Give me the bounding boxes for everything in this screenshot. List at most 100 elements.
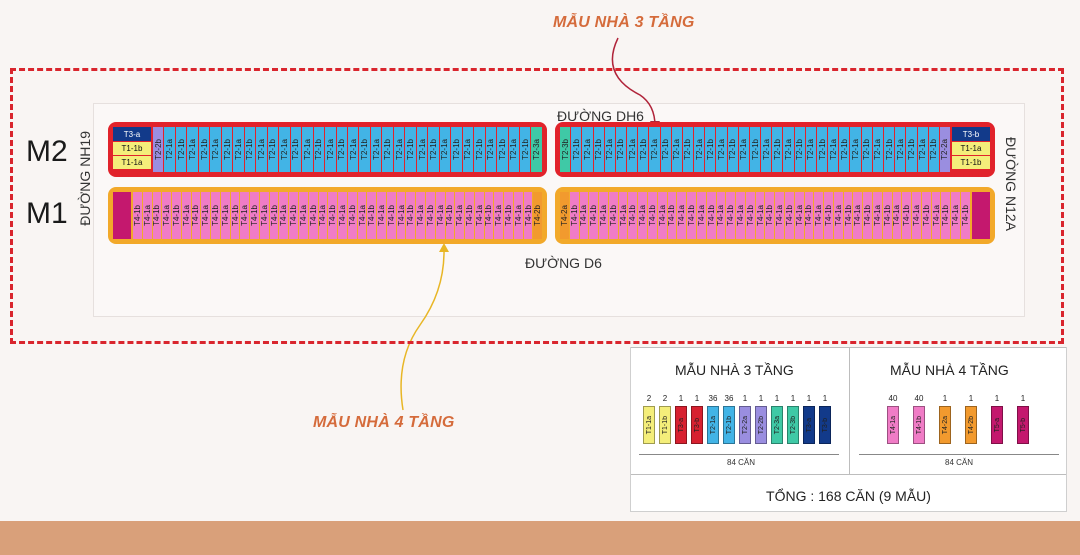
unit-lot: T4-1a bbox=[873, 192, 882, 239]
unit-lot-label: T4-1b bbox=[523, 205, 533, 226]
unit-lot-label: T2-1b bbox=[750, 139, 760, 160]
legend-item-label: T1-1b bbox=[661, 415, 669, 435]
unit-lot: T4-1a bbox=[716, 192, 726, 239]
unit-lot: T4-1b bbox=[608, 192, 618, 239]
unit-lot: T4-1b bbox=[726, 192, 736, 239]
unit-lot: T2-1a bbox=[210, 127, 221, 172]
unit-lot: T4-1b bbox=[250, 192, 259, 239]
unit-lot: T4-1b bbox=[465, 192, 474, 239]
legend-item-label: T5-b bbox=[1019, 417, 1027, 433]
unit-lot: T2-1b bbox=[520, 127, 531, 172]
unit-lot-label: T2-1a bbox=[325, 139, 335, 160]
unit-lot: T2-2a bbox=[939, 127, 951, 172]
unit-lot: T4-1a bbox=[377, 192, 386, 239]
unit-lot: T4-1b bbox=[745, 192, 755, 239]
unit-lot-label: T4-1b bbox=[152, 205, 162, 226]
legend-item-label: T2-2b bbox=[757, 415, 765, 435]
unit-lot: T2-1b bbox=[705, 127, 716, 172]
unit-lot-label: T2-1a bbox=[234, 139, 244, 160]
unit-lot-label: T2-1b bbox=[268, 139, 278, 160]
unit-lot: T4-1a bbox=[736, 192, 745, 239]
legend-item-count: 1 bbox=[806, 394, 812, 403]
unit-lot: T4-1b bbox=[706, 192, 716, 239]
unit-lot-label: T4-1a bbox=[201, 205, 211, 226]
unit-lot-label: T2-1a bbox=[627, 139, 637, 160]
unit-lot-label: T4-1a bbox=[240, 205, 250, 226]
unit-lot-label: T2-1b bbox=[337, 139, 347, 160]
unit-lot: T2-1b bbox=[638, 127, 649, 172]
unit-lot-label: T4-1b bbox=[628, 205, 638, 226]
unit-lot-label: T4-1b bbox=[445, 205, 455, 226]
unit-lot: T2-1a bbox=[187, 127, 198, 172]
unit-lot: T2-1b bbox=[794, 127, 805, 172]
legend-item-count: 1 bbox=[774, 394, 780, 403]
unit-lot-label: T4-1a bbox=[513, 205, 523, 226]
unit-lot-label: T2-1a bbox=[806, 139, 816, 160]
legend-item-swatch: T2-3b bbox=[787, 406, 799, 444]
unit-lot-label: T4-1b bbox=[882, 205, 892, 226]
legend-item-count: 1 bbox=[694, 394, 700, 403]
unit-lot-label: T2-1a bbox=[784, 139, 794, 160]
unit-lot: T4-1a bbox=[677, 192, 687, 239]
unit-lot-label: T4-1a bbox=[181, 205, 191, 226]
unit-lot: T2-1b bbox=[928, 127, 939, 172]
unit-lot-label: T4-1b bbox=[824, 205, 833, 226]
unit-lot-label: T4-1a bbox=[755, 205, 765, 226]
unit-lot-label: T4-1a bbox=[474, 205, 484, 226]
arrow-four-floor-head bbox=[439, 243, 449, 252]
unit-lot-label: T4-1a bbox=[435, 205, 445, 226]
legend-item-count: 1 bbox=[822, 394, 828, 403]
unit-lot: T4-1a bbox=[240, 192, 250, 239]
unit-lot: T4-1a bbox=[201, 192, 211, 239]
legend-item-swatch: T1-1a bbox=[643, 406, 655, 444]
legend-divider-v bbox=[849, 348, 850, 474]
unit-lot: T2-1a bbox=[485, 127, 497, 172]
unit-lot: T4-1b bbox=[484, 192, 494, 239]
unit-lot-label: T2-1a bbox=[417, 139, 427, 160]
unit-lot-label: T4-1b bbox=[172, 205, 181, 226]
unit-lot-label: T4-1b bbox=[726, 205, 736, 226]
legend-item-label: T2-3b bbox=[789, 415, 797, 435]
unit-lot: T4-1b bbox=[824, 192, 833, 239]
arrow-four-floor bbox=[400, 247, 445, 411]
unit-lot: T4-1a bbox=[474, 192, 484, 239]
unit-lot: T2-1b bbox=[571, 127, 582, 172]
unit-lot: T2-1b bbox=[428, 127, 439, 172]
unit-lot-label: T4-1b bbox=[386, 205, 396, 226]
unit-lot: T4-1b bbox=[784, 192, 794, 239]
unit-lot: T4-1a bbox=[696, 192, 706, 239]
unit-lot: T4-1a bbox=[775, 192, 784, 239]
unit-lot-label: T4-1a bbox=[814, 205, 824, 226]
unit-lot: T4-1a bbox=[755, 192, 765, 239]
unit-lot-label: T4-1a bbox=[677, 205, 687, 226]
unit-lot-label: T4-1a bbox=[951, 205, 961, 226]
unit-lot: T4-1b bbox=[504, 192, 513, 239]
unit-lot: T4-1a bbox=[220, 192, 230, 239]
unit-lot: T4-1a bbox=[618, 192, 628, 239]
unit-lot-label: T2-1b bbox=[176, 139, 186, 160]
unit-lot: T4-1a bbox=[494, 192, 504, 239]
unit-lot: T4-1a bbox=[162, 192, 172, 239]
unit-lot: T4-1b bbox=[628, 192, 638, 239]
unit-lot-label: T4-1a bbox=[599, 205, 608, 226]
unit-lot-label: T4-1a bbox=[259, 205, 269, 226]
unit-lot-label: T2-1a bbox=[851, 139, 861, 160]
unit-lot-label: T4-1a bbox=[162, 205, 172, 226]
unit-lot-label: T4-2a bbox=[560, 205, 569, 226]
legend-item-swatch: T3-b bbox=[819, 406, 831, 444]
unit-lot-label: T4-1a bbox=[853, 205, 863, 226]
unit-lot-label: T2-1b bbox=[929, 139, 939, 160]
unit-lot: T2-1a bbox=[302, 127, 313, 172]
unit-lot-label: T2-1a bbox=[761, 139, 771, 160]
unit-lot-label: T4-1b bbox=[687, 205, 696, 226]
